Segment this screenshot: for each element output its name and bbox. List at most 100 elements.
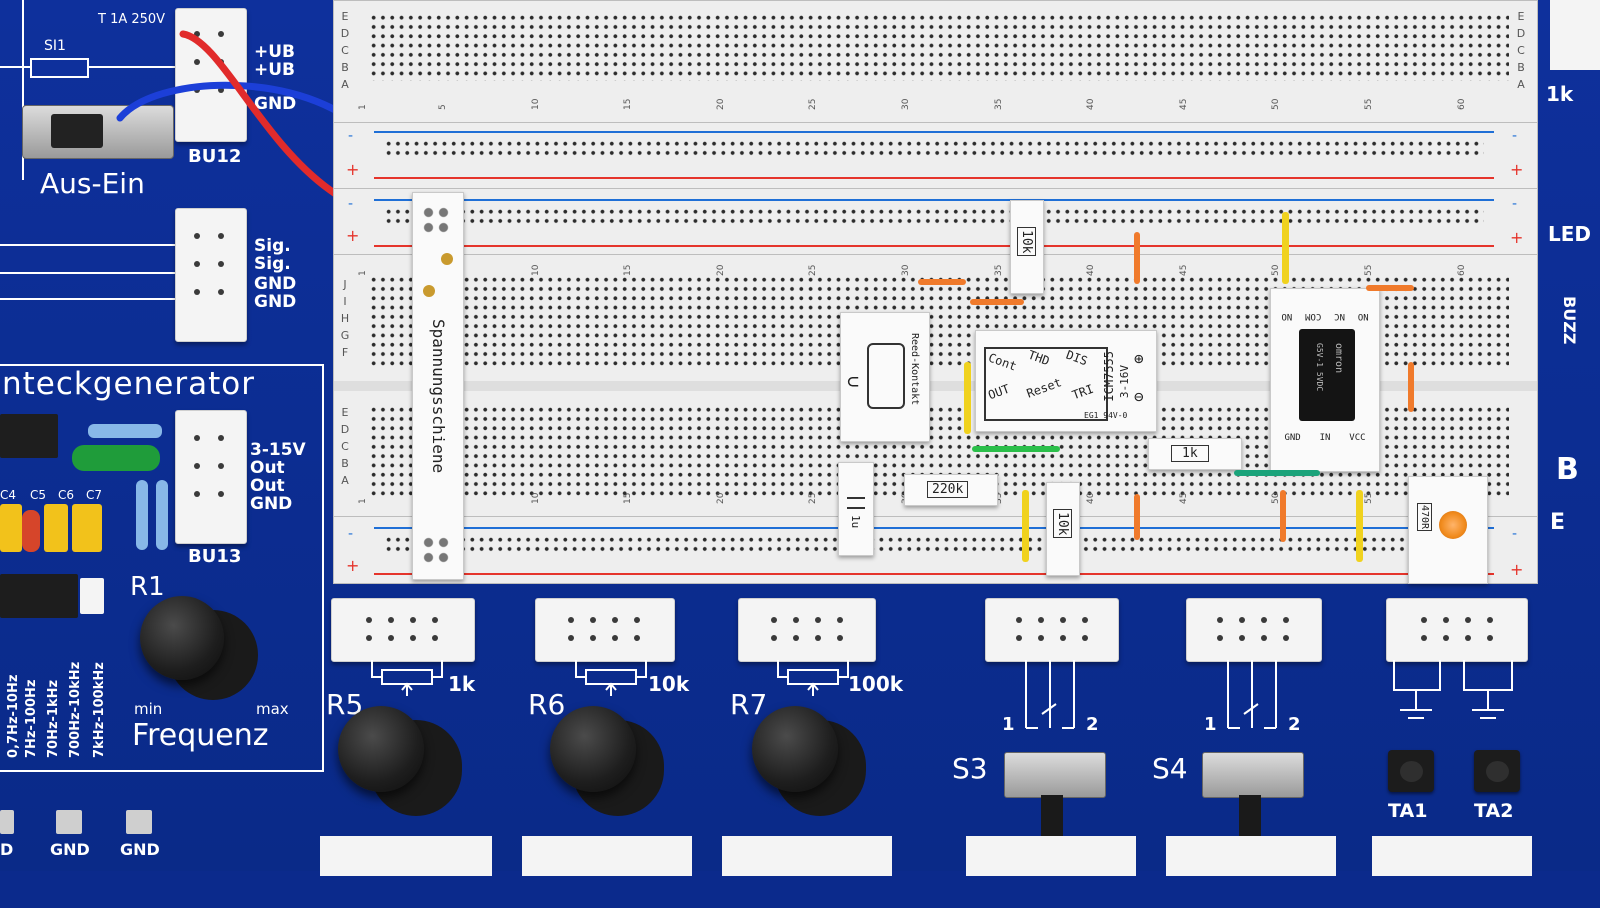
column-tick: 15 (623, 98, 634, 110)
capacitor-1u-label: 1u (849, 515, 862, 529)
pot-r1-knob[interactable] (140, 596, 224, 680)
timer-ic-module[interactable]: Cont THD DIS OUT Reset TRI ICM7555 3-16V… (975, 330, 1157, 432)
slide-switch-s3-lever[interactable] (1041, 795, 1063, 841)
row-letter: C (341, 44, 349, 57)
socket-buttons[interactable] (1386, 598, 1528, 662)
row-letters-bottom: E D C B A (338, 404, 352, 494)
jumper-orange[interactable] (1366, 285, 1414, 291)
power-terminal-ub2: +UB (254, 60, 296, 80)
row-letter: D (340, 423, 350, 436)
socket-pot-r5[interactable] (331, 598, 475, 662)
pot-r5-value: 1k (448, 672, 476, 696)
resistor-1k[interactable]: 1k (1148, 438, 1242, 470)
right-edge-socket[interactable] (1550, 0, 1600, 70)
power-switch-label: Aus-Ein (40, 167, 145, 200)
column-tick: 1 (358, 104, 368, 110)
resistor-220k[interactable]: 220k (904, 474, 998, 506)
socket-pot-r7[interactable] (738, 598, 876, 662)
jumper-yellow[interactable] (1356, 490, 1363, 562)
signal-socket[interactable] (175, 208, 247, 342)
column-tick: 1 (358, 270, 368, 276)
pot-r5-knob[interactable] (338, 706, 424, 792)
screw-terminal-3[interactable] (126, 810, 152, 834)
socket-switch-s4[interactable] (1186, 598, 1322, 662)
right-edge-buzz: BUZZ (1560, 296, 1579, 345)
resistor-10k-top[interactable]: 10k (1010, 200, 1044, 294)
bottom-socket-4[interactable] (966, 836, 1136, 876)
column-tick: 45 (1178, 98, 1189, 110)
rail-minus-line (374, 199, 1494, 201)
pot-r1-caption: Frequenz (132, 718, 269, 753)
cap-label-c5: C5 (30, 488, 47, 502)
screw-terminal-1[interactable] (0, 810, 14, 834)
bottom-socket-2[interactable] (522, 836, 692, 876)
capacitor-1u[interactable]: 1u (838, 462, 874, 556)
rail-plus-line (374, 177, 1494, 179)
column-tick: 40 (1086, 492, 1097, 504)
push-button-ta2[interactable] (1474, 750, 1520, 792)
bottom-socket-6[interactable] (1372, 836, 1532, 876)
resistor-10k-bottom[interactable]: 10k (1046, 482, 1080, 576)
hole-grid (384, 139, 1484, 159)
pot-r7-knob[interactable] (752, 706, 838, 792)
jumper-orange[interactable] (970, 299, 1024, 305)
row-letter: G (340, 329, 350, 342)
rail-plus-line (374, 573, 1494, 575)
column-tick: 25 (808, 492, 819, 504)
jumper-orange[interactable] (1134, 232, 1140, 284)
bottom-socket-3[interactable] (722, 836, 892, 876)
jumper-yellow[interactable] (964, 362, 971, 434)
row-letter: E (341, 406, 349, 419)
range-selector-block[interactable] (80, 578, 104, 614)
screw-terminal-2[interactable] (56, 810, 82, 834)
switch-s4-pin1: 1 (1204, 714, 1217, 735)
fuse-rating: T 1A 250V (98, 12, 166, 27)
push-button-ta1[interactable] (1388, 750, 1434, 792)
led-module[interactable]: 470R (1408, 476, 1488, 584)
signal-terminal-2: Sig. (254, 254, 291, 274)
bottom-socket-1[interactable] (320, 836, 492, 876)
jumper-orange[interactable] (1134, 494, 1140, 540)
range-dip-switch[interactable] (0, 574, 78, 618)
power-terminal-ub1: +UB (254, 42, 296, 62)
slide-switch-s4-lever[interactable] (1239, 795, 1261, 841)
power-rail-module[interactable]: Spannungsschiene (412, 192, 464, 580)
row-letter: B (341, 457, 349, 470)
range-label-1: 0,7Hz-10Hz (6, 674, 21, 758)
silk-line (22, 0, 24, 180)
generator-ic (0, 414, 58, 458)
generator-out-3: Out (250, 476, 285, 496)
row-letters-top: E D C B A (338, 8, 352, 98)
generator-resistor-v2 (156, 480, 168, 550)
bottom-socket-5[interactable] (1166, 836, 1336, 876)
switch-s4-label: S4 (1152, 752, 1188, 785)
power-switch[interactable] (22, 105, 174, 159)
breadboard-power-rail-1 (333, 122, 1538, 190)
capacitor-symbol (847, 497, 865, 509)
jumper-orange[interactable] (1280, 490, 1286, 542)
socket-pot-r6[interactable] (535, 598, 675, 662)
jumper-teal[interactable] (1234, 470, 1320, 476)
terminal-label-d: D (0, 840, 14, 859)
jumper-yellow[interactable] (1282, 212, 1289, 284)
rail-minus-symbol: - (1512, 128, 1518, 144)
reed-contact-module[interactable]: ⊂ Reed-Kontakt (840, 312, 930, 442)
range-label-5: 7kHz-100kHz (92, 662, 107, 758)
jumper-yellow[interactable] (1022, 490, 1029, 562)
power-switch-slider[interactable] (51, 114, 103, 148)
generator-socket[interactable] (175, 410, 247, 544)
column-tick: 10 (530, 264, 541, 276)
relay-module[interactable]: NO NC COM NO omron G5V-1 5VDC GND IN VCC (1270, 288, 1380, 472)
row-letter: A (341, 78, 349, 91)
pot-r1-min: min (134, 700, 163, 718)
jumper-orange[interactable] (918, 279, 966, 285)
terminal-label-gnd2: GND (120, 840, 160, 859)
jumper-green[interactable] (972, 446, 1060, 452)
jumper-orange[interactable] (1408, 362, 1414, 412)
slide-switch-s4[interactable] (1202, 752, 1304, 841)
experiment-board: SI1 T 1A 250V +UB +UB GND BU12 Aus-Ein S… (0, 0, 1600, 876)
pot-r6-knob[interactable] (550, 706, 636, 792)
slide-switch-s3[interactable] (1004, 752, 1106, 841)
row-letter: B (341, 61, 349, 74)
socket-switch-s3[interactable] (985, 598, 1119, 662)
